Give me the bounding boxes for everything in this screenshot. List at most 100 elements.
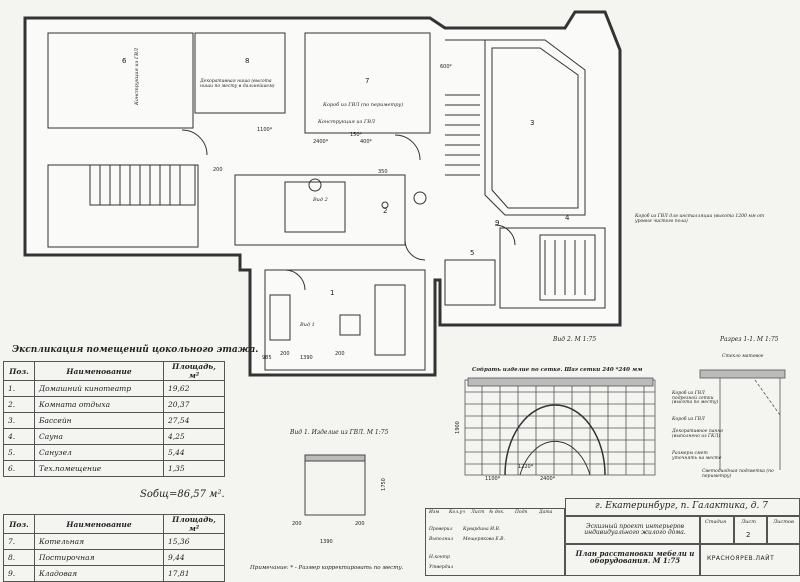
cell: 9.	[3, 565, 35, 582]
stamp-address: г. Екатеринбург, п. Галактика, д. 7	[595, 501, 768, 511]
stamp-head-kol: Кол.уч	[449, 510, 465, 515]
view1-dim-w: 1390	[320, 539, 333, 545]
room-label-8: 8	[245, 57, 250, 65]
view2-note-4: Размеры смет уточнять на месте	[672, 451, 722, 461]
cell: 5.	[3, 444, 35, 461]
dim-150: 150*	[350, 132, 363, 138]
section-title: Разрез 1-1. М 1:75	[720, 336, 779, 343]
dim-200b: 200	[335, 351, 345, 357]
cell: 1,35	[163, 460, 225, 477]
dim-985: 985	[262, 355, 272, 361]
stamp-role-4: Утвердил	[429, 565, 454, 570]
cell: Кладовая	[34, 565, 164, 582]
stamp-sheet-number: 2	[746, 531, 751, 539]
cell: Комната отдыха	[34, 396, 164, 413]
note-box-gvl-right: Короб из ГВЛ для инсталляции (высота 120…	[635, 214, 765, 224]
view2-dim-a: 1100*	[485, 476, 501, 482]
cell: Сауна	[34, 428, 164, 445]
view1-dim-h: 1750	[380, 478, 387, 491]
stamp-sheet-cell	[734, 516, 767, 544]
cell: Бассейн	[34, 412, 164, 429]
dim-2400: 2400*	[313, 139, 329, 145]
section-note-2: Светодиодная подсветка (по периметру)	[702, 469, 774, 479]
stamp-head-list: Лист	[471, 510, 485, 515]
label-view2: Вид 2	[313, 197, 328, 203]
cell: 9,44	[163, 549, 225, 566]
view2-dim-b: 1220*	[518, 464, 534, 470]
stamp-head-sign: Подп	[515, 510, 528, 515]
room-label-4: 4	[565, 214, 570, 222]
view2-dim-height: 1900	[454, 421, 461, 434]
dim-1100: 1100*	[257, 127, 273, 133]
stamp-stage-cell	[700, 516, 734, 544]
explication-title: Экспликация помещений цокольного этажа.	[12, 345, 259, 355]
cell: 8.	[3, 549, 35, 566]
stamp-company: КРАСНОЯРЕВ.ЛАЙТ	[707, 555, 775, 562]
stamp-grid	[425, 508, 565, 576]
cell: 4,25	[163, 428, 225, 445]
room-label-2: 2	[383, 207, 388, 215]
view2-note-1: Короб из ГВЛ подрезной сетки (высота по …	[672, 391, 719, 405]
view1-dim-b: 200	[355, 521, 365, 527]
stamp-role-1: Проверил	[429, 527, 453, 532]
view1-dim-a: 200	[292, 521, 302, 527]
cell: Постирочная	[34, 549, 164, 566]
section-note-1: Стекло матовое	[722, 354, 764, 359]
stamp-head-doc: № док.	[489, 510, 505, 515]
cell: 4.	[3, 428, 35, 445]
label-view1: Вид 1	[300, 322, 315, 328]
view2-title: Вид 2. М 1:75	[553, 336, 597, 343]
stamp-role-2: Выполнил	[429, 537, 454, 542]
dim-200a: 200	[280, 351, 290, 357]
note-decorative-niche: Декоративная ниша (высота ниши по месту …	[200, 79, 275, 89]
cell: Санузел	[34, 444, 164, 461]
total-area: Sобщ=86,57 м².	[140, 489, 225, 500]
header-area: Площадь, м²	[163, 361, 225, 381]
view2-note-2: Короб из ГВЛ	[672, 417, 705, 422]
cell: 6.	[3, 460, 35, 477]
cell: 5,44	[163, 444, 225, 461]
dim-400: 400*	[360, 139, 373, 145]
room-label-5: 5	[470, 249, 475, 257]
cell: Домашний кинотеатр	[34, 380, 164, 397]
room-label-9: 9	[495, 219, 500, 227]
view2-dim-c: 2400*	[540, 476, 556, 482]
dim-200-vertical: 200	[213, 167, 223, 173]
dim-600: 600*	[440, 64, 453, 70]
stamp-role-3: Н.контр	[429, 555, 450, 560]
footnote: Примечание: * - Размер корректировать по…	[250, 565, 404, 571]
cell: 20,37	[163, 396, 225, 413]
stamp-head-izm: Изм	[429, 510, 440, 515]
header-area: Площадь, м²	[163, 514, 225, 534]
room-label-3: 3	[530, 119, 535, 127]
explication-table-2: Поз. Наименование Площадь, м² 7.Котельна…	[3, 514, 225, 582]
stamp-project: Эскизный проект интерьеров индивидуально…	[584, 523, 686, 536]
stamp-sheet-label: Лист	[741, 519, 756, 525]
cell: 15,36	[163, 533, 225, 550]
header-pos: Поз.	[3, 361, 35, 381]
room-label-6: 6	[122, 57, 127, 65]
room-label-7: 7	[365, 77, 370, 85]
view1-title: Вид 1. Изделие из ГВЛ. М 1:75	[290, 429, 389, 436]
cell: 19,62	[163, 380, 225, 397]
dim-350: 350	[378, 169, 388, 175]
cell: 17,81	[163, 565, 225, 582]
note-construction-gvl-mid: Конструкция из ГВЛ	[318, 119, 376, 125]
header-name: Наименование	[34, 361, 164, 381]
title-block: г. Екатеринбург, п. Галактика, д. 7 Эски…	[425, 498, 800, 576]
cell: Тех.помещение	[34, 460, 164, 477]
stamp-project-cell	[565, 516, 700, 544]
explication-table-1: Поз. Наименование Площадь, м² 1.Домашний…	[3, 361, 225, 477]
view2-note-3: Декоративное панно (выполнено из ГКЛ)	[672, 429, 724, 439]
cell: 3.	[3, 412, 35, 429]
